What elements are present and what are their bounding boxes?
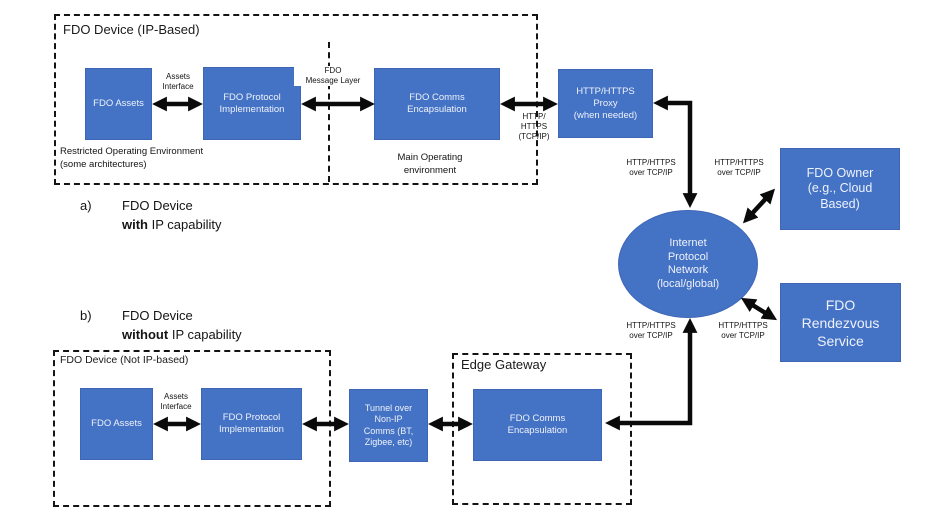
label-http-over-tcpip-bottom-right: HTTP/HTTPS over TCP/IP: [718, 321, 768, 340]
arrow-network-owner: [742, 188, 776, 224]
box-tunnel-non-ip: Tunnel over Non-IP Comms (BT, Zigbee, et…: [349, 389, 428, 462]
caption-b-marker: b): [80, 308, 92, 323]
operating-environment-divider-line: [328, 42, 330, 182]
box-fdo-comms-b: FDO Comms Encapsulation: [473, 389, 602, 461]
arrow-proxy-network-elbow: [653, 95, 698, 208]
caption-b-line2: without IP capability: [122, 327, 242, 342]
label-http-over-tcpip-bottom-left: HTTP/HTTPS over TCP/IP: [626, 321, 676, 340]
label-http-over-tcpip-top-left: HTTP/HTTPS over TCP/IP: [626, 158, 676, 177]
label-http-over-tcpip-top-right: HTTP/HTTPS over TCP/IP: [714, 158, 764, 177]
label-assets-interface-a: Assets Interface: [162, 72, 194, 91]
caption-a: a) FDO Device with IP capability: [80, 196, 221, 234]
internet-protocol-network-ellipse: Internet Protocol Network (local/global): [618, 210, 758, 318]
caption-b-line1: FDO Device: [122, 308, 193, 323]
label-restricted-env: Restricted Operating Environment (some a…: [60, 146, 204, 170]
box-fdo-assets-b: FDO Assets: [80, 388, 153, 460]
label-fdo-message-layer: FDO Message Layer: [294, 66, 372, 86]
label-main-env: Main Operating environment: [397, 152, 463, 176]
caption-a-marker: a): [80, 198, 92, 213]
caption-a-emphasis: with: [122, 217, 148, 232]
label-http-tcpip: HTTP/ HTTPS (TCP/IP): [518, 112, 550, 141]
arrow-network-rendezvous: [740, 297, 778, 321]
box-fdo-comms-a: FDO Comms Encapsulation: [374, 68, 500, 140]
device-b-title: FDO Device (Not IP-based): [60, 354, 189, 366]
box-fdo-protocol-b: FDO Protocol Implementation: [201, 388, 302, 460]
edge-gateway-title: Edge Gateway: [461, 357, 547, 372]
box-http-proxy: HTTP/HTTPS Proxy (when needed): [558, 69, 653, 138]
box-fdo-assets-a: FDO Assets: [85, 68, 152, 140]
box-fdo-owner: FDO Owner (e.g., Cloud Based): [780, 148, 900, 230]
caption-b-emphasis: without: [122, 327, 169, 342]
caption-a-line1: FDO Device: [122, 198, 193, 213]
caption-a-line2: with IP capability: [122, 217, 222, 232]
box-fdo-protocol-a: FDO Protocol Implementation: [203, 67, 301, 140]
label-assets-interface-b: Assets Interface: [160, 392, 192, 411]
device-a-title: FDO Device (IP-Based): [63, 22, 200, 37]
box-fdo-rendezvous: FDO Rendezvous Service: [780, 283, 901, 362]
caption-b: b) FDO Device without IP capability: [80, 306, 242, 344]
